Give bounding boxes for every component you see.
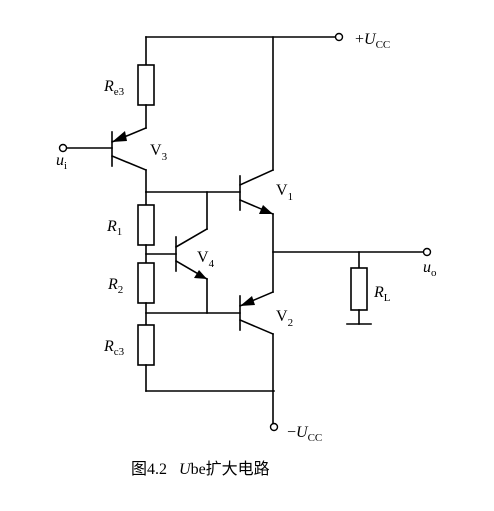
r2-label: R2: [107, 276, 123, 296]
v3-label: V3: [150, 142, 168, 163]
uo-label: uo: [423, 259, 437, 279]
ui-label: ui: [56, 152, 67, 172]
ui-terminal: [58, 143, 68, 153]
v1-label: V1: [276, 182, 293, 203]
v2-label: V2: [276, 308, 293, 329]
r2-resistor: [137, 262, 155, 304]
rl-resistor: [350, 267, 368, 311]
v3-emitter-arrow: [112, 131, 127, 142]
uo-terminal: [422, 247, 432, 257]
v3-collector-leg: [110, 154, 148, 172]
v2-collector-leg: [238, 318, 275, 336]
vee-label: −UCC: [287, 424, 322, 444]
rc3-resistor: [137, 324, 155, 366]
vcc-terminal: [334, 32, 344, 42]
v2-emitter-arrow: [240, 296, 255, 306]
r1-label: R1: [106, 218, 122, 238]
rl-label: RL: [373, 284, 391, 304]
v1-emitter-arrow: [259, 205, 273, 214]
v4-emitter-arrow: [194, 270, 207, 279]
rc3-label: Rc3: [103, 338, 125, 358]
v1-collector-leg: [238, 168, 275, 187]
vee-terminal: [269, 422, 279, 432]
vcc-label: +UCC: [355, 31, 390, 51]
r1-resistor: [137, 204, 155, 246]
v4-collector-leg: [174, 227, 209, 249]
re3-resistor: [137, 64, 155, 106]
re3-label: Re3: [103, 78, 125, 98]
v4-label: V4: [197, 249, 215, 270]
